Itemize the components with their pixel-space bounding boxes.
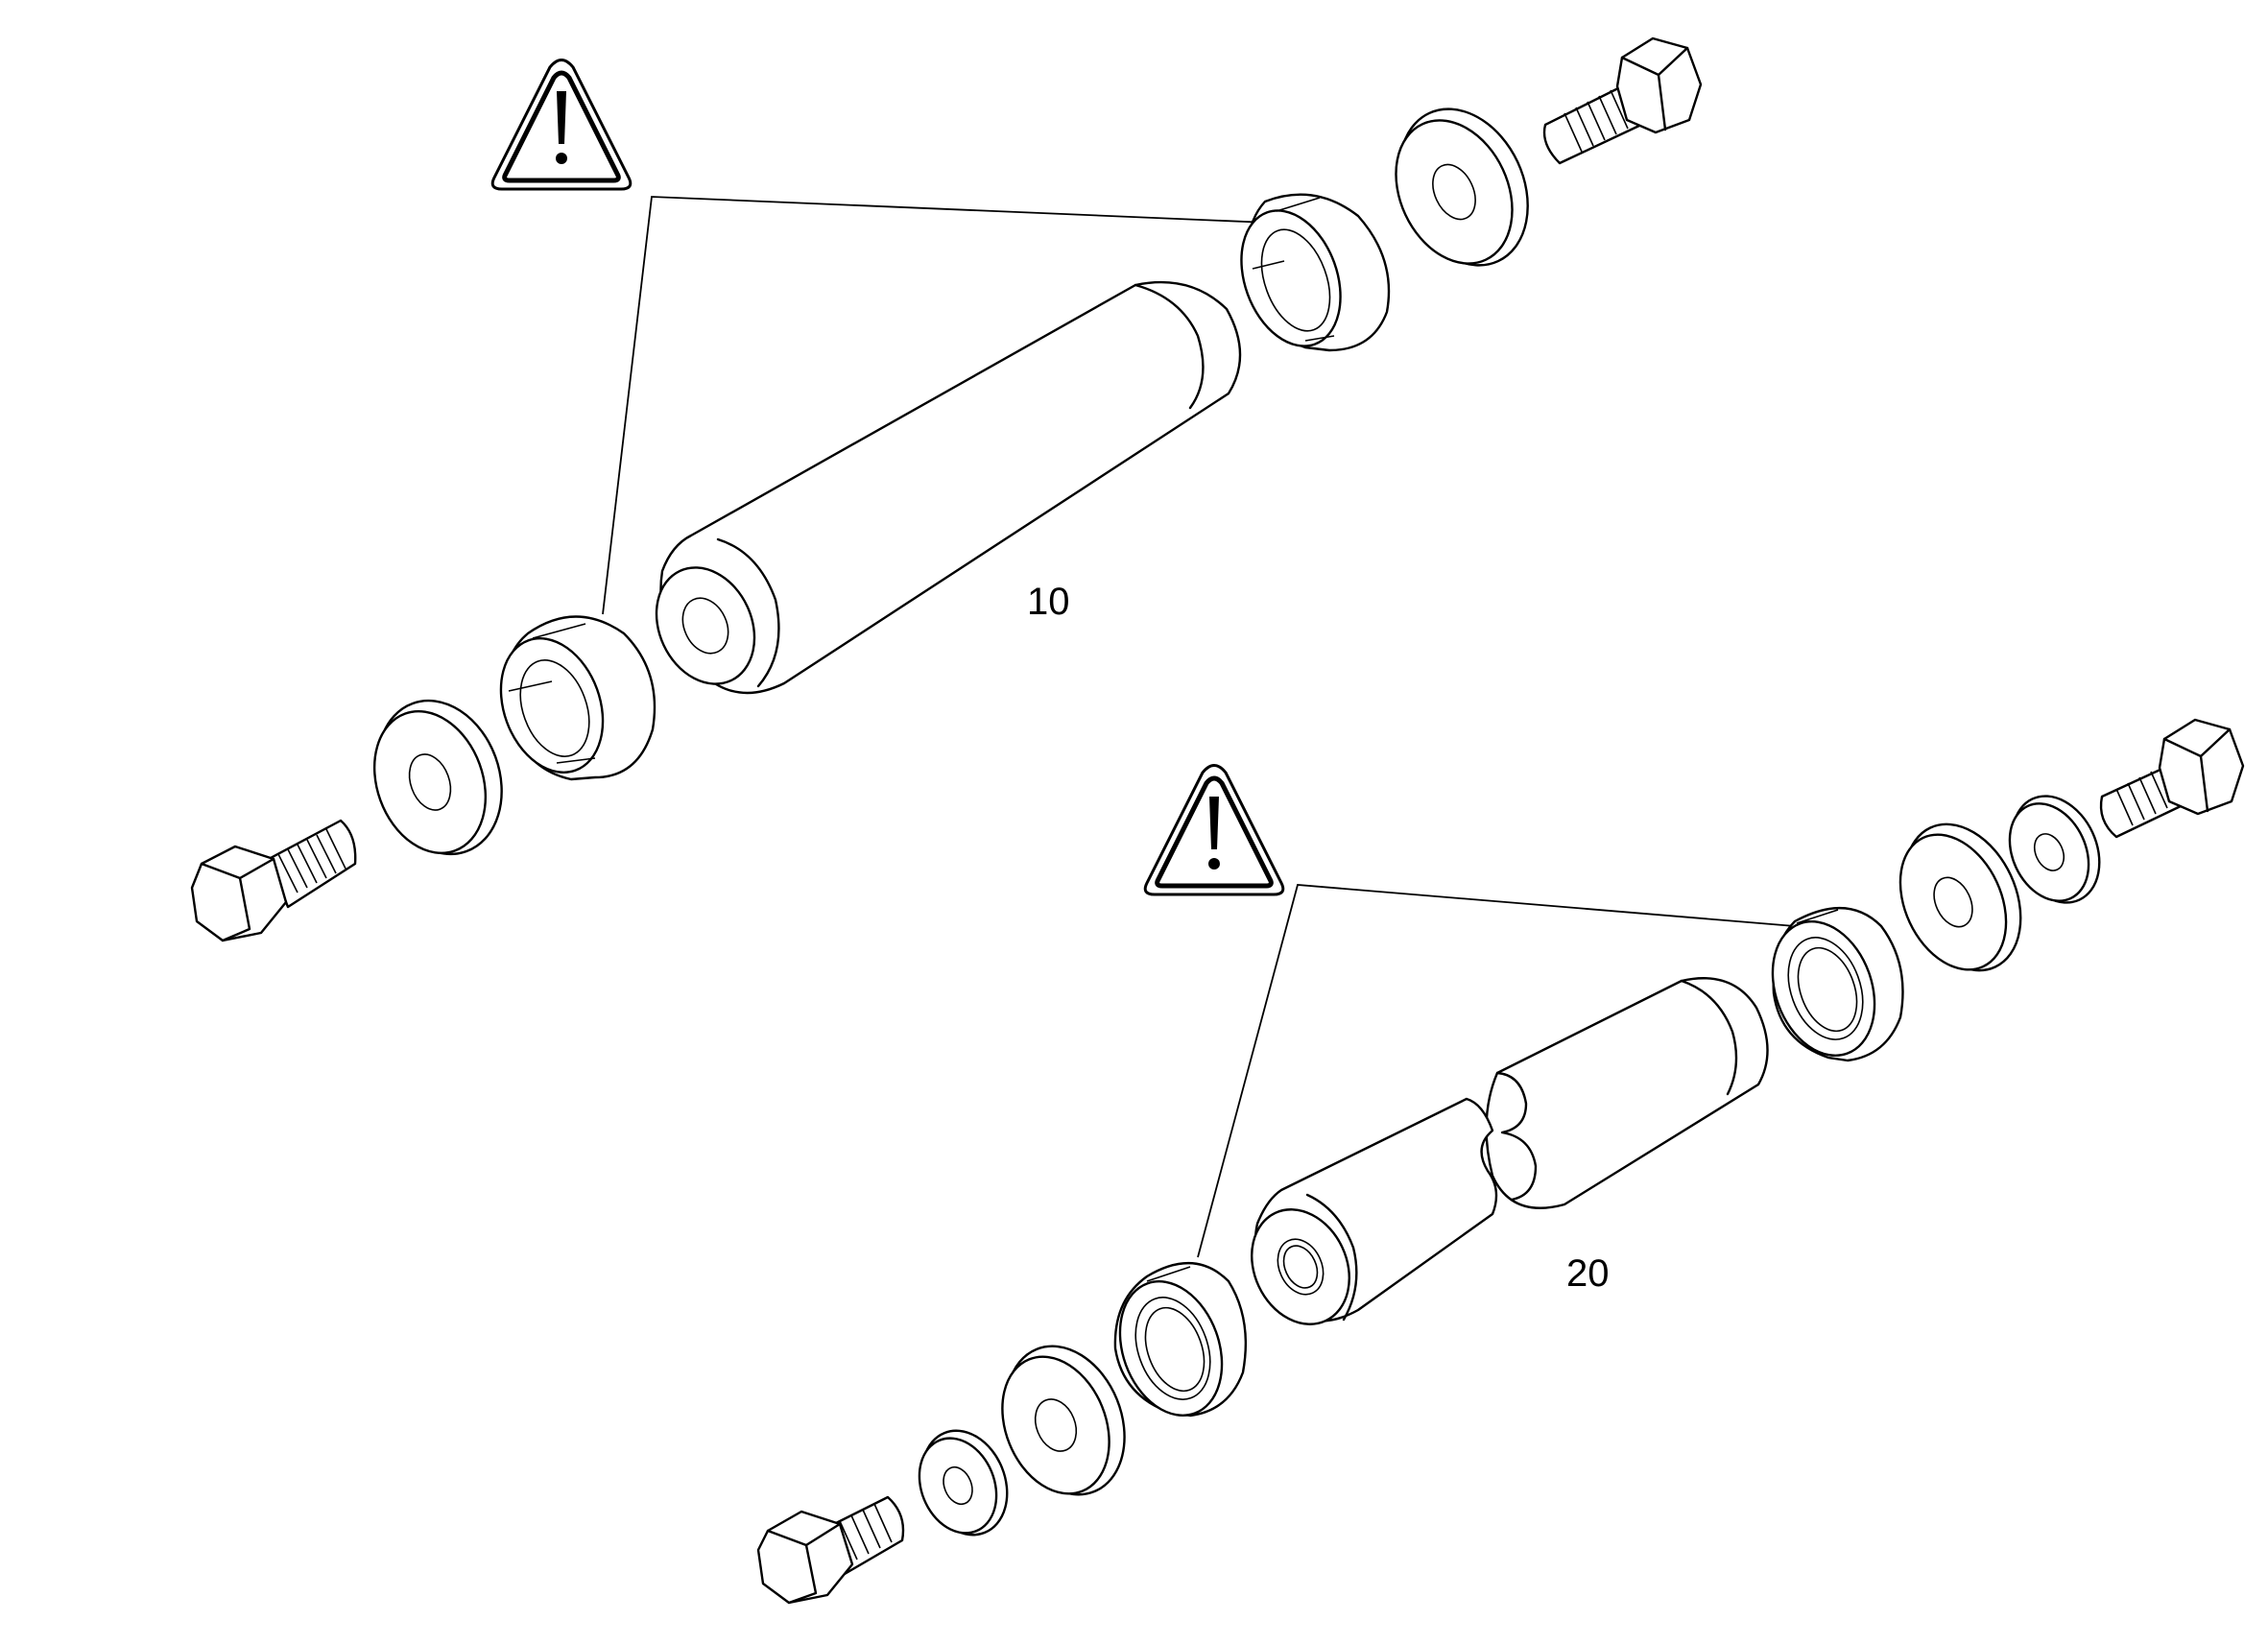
callout-10: 10	[1027, 581, 1070, 623]
warning-triangle-icon	[1143, 764, 1285, 896]
pin-lower-20	[1251, 1097, 1498, 1325]
bolt-right-20	[2099, 718, 2245, 839]
assembly-10: 10	[190, 36, 1703, 942]
bushing-right-10	[1240, 193, 1391, 352]
washer-right-small-20	[2008, 795, 2101, 904]
callout-20: 20	[1566, 1252, 1610, 1295]
bolt-right-10	[1542, 36, 1703, 165]
bolt-left-10	[190, 819, 357, 942]
bolt-left-20	[756, 1495, 905, 1605]
warning-leader-lines-20	[1197, 884, 1796, 1258]
washer-left-10	[372, 699, 503, 856]
washer-right-10	[1395, 107, 1529, 267]
bushing-right-20	[1771, 906, 1904, 1062]
bushing-left-20	[1113, 1261, 1248, 1418]
washer-right-large-20	[1898, 822, 2022, 972]
pin-upper-20	[1485, 977, 1769, 1209]
pin-10	[655, 280, 1242, 695]
warning-triangle-icon	[490, 59, 633, 191]
warning-leader-lines-10	[602, 196, 1270, 615]
washer-left-large-20	[1001, 1345, 1126, 1496]
bushing-left-10	[499, 615, 657, 781]
assembly-20: 20	[756, 718, 2245, 1605]
washer-left-small-20	[918, 1429, 1009, 1537]
